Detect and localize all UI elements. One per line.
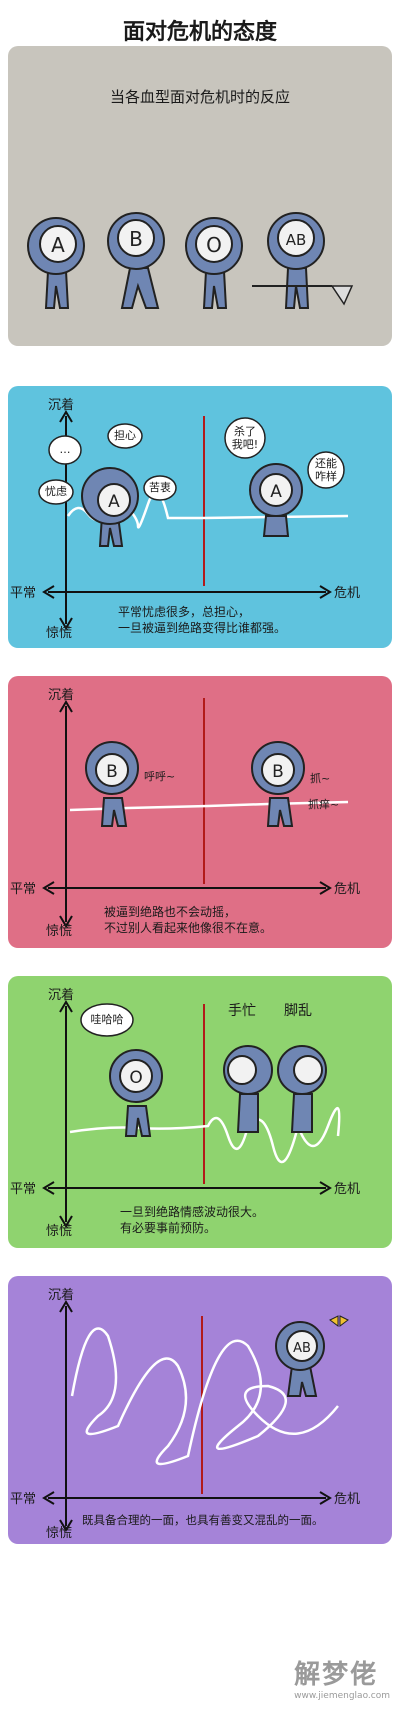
axis-bottom-label: 惊慌 — [46, 626, 73, 641]
axis-top-label: 沉着 — [48, 398, 75, 413]
panel-o: O 沉着 平常 危机 惊慌 哇哈哈 手忙 脚乱 一旦到绝路情感波动很大。 有必要… — [8, 976, 392, 1248]
panel-o-caption-2: 有必要事前预防。 — [120, 1221, 217, 1235]
panel-ab: AB 沉着 平常 危机 惊慌 既具备合理的一面，也具有善变又混乱的一面。 — [8, 1276, 392, 1544]
character-o: O — [185, 217, 243, 309]
axis-top-label: 沉着 — [48, 988, 75, 1003]
svg-text:A: A — [270, 482, 282, 502]
intro-label-b: B — [129, 227, 143, 251]
axis-right-label: 危机 — [334, 1182, 361, 1197]
text-itch: 抓痒~ — [308, 798, 340, 811]
intro-label-a: A — [51, 233, 65, 257]
intro-panel: 当各血型面对危机时的反应 A B O AB — [8, 46, 392, 346]
svg-text:B: B — [106, 762, 118, 782]
watermark-name: 解梦佬 — [294, 1660, 379, 1690]
bubble-ellipsis: … — [59, 443, 71, 456]
panel-o-caption-1: 一旦到绝路情感波动很大。 — [120, 1205, 265, 1219]
text-scratch: 抓~ — [310, 772, 331, 785]
panel-ab-caption: 既具备合理的一面，也具有善变又混乱的一面。 — [82, 1513, 324, 1527]
axis-left-label: 平常 — [10, 882, 37, 897]
watermark: 解梦佬 www.jiemenglao.com — [294, 1654, 390, 1701]
axis-top-label: 沉着 — [48, 688, 75, 703]
bubble-haha: 哇哈哈 — [90, 1013, 124, 1026]
panel-a-caption-1: 平常忧虑很多，总担心， — [118, 605, 251, 619]
axis-right-label: 危机 — [334, 882, 361, 897]
page-title: 面对危机的态度 — [122, 20, 277, 45]
svg-text:O: O — [129, 1068, 142, 1088]
axis-left-label: 平常 — [10, 1182, 37, 1197]
panel-ab-graph: AB — [42, 1300, 349, 1532]
svg-text:B: B — [272, 762, 284, 782]
axis-bottom-label: 惊慌 — [46, 924, 73, 939]
character-b: B — [107, 212, 165, 309]
character-a: A — [27, 217, 85, 309]
text-busy-hands: 手忙 — [228, 1003, 256, 1019]
bubble-anxious: 忧虑 — [45, 485, 67, 498]
bubble-kill-me: 杀了 我吧! — [231, 425, 259, 451]
axis-left-label: 平常 — [10, 1492, 37, 1507]
axis-bottom-label: 惊慌 — [46, 1224, 73, 1239]
panel-a: A A 沉着 平常 危机 惊慌 … 担心 忧虑 苦衷 杀了 我吧! 还能 咋样 … — [8, 386, 392, 648]
bubble-what-else: 还能 咋样 — [315, 457, 337, 483]
axis-top-label: 沉着 — [48, 1288, 75, 1303]
bubble-hardship: 苦衷 — [149, 481, 171, 494]
intro-label-ab: AB — [286, 231, 307, 249]
svg-text:A: A — [108, 492, 120, 512]
axis-right-label: 危机 — [334, 586, 361, 601]
axis-right-label: 危机 — [334, 1492, 361, 1507]
svg-text:AB: AB — [293, 1341, 311, 1356]
axis-bottom-label: 惊慌 — [46, 1526, 73, 1541]
intro-text: 当各血型面对危机时的反应 — [109, 88, 290, 106]
panel-a-graph: A A — [38, 410, 349, 630]
bubble-worry: 担心 — [114, 429, 136, 442]
axis-left-label: 平常 — [10, 586, 37, 601]
text-huhu: 呼呼~ — [144, 770, 176, 783]
intro-label-o: O — [206, 233, 222, 257]
intro-characters: A B O AB — [27, 212, 354, 309]
panel-b: B B 沉着 平常 危机 惊慌 呼呼~ 抓~ 抓痒~ 被逼到绝路也不会动摇， 不… — [8, 676, 392, 948]
panel-a-caption-2: 一旦被逼到绝路变得比谁都强。 — [118, 621, 287, 635]
panel-b-caption-2: 不过别人看起来他像很不在意。 — [104, 921, 273, 935]
character-ab: AB — [252, 212, 354, 309]
watermark-url: www.jiemenglao.com — [294, 1691, 390, 1701]
panel-b-graph: B B — [42, 698, 349, 928]
text-messy-feet: 脚乱 — [284, 1003, 312, 1019]
panel-b-caption-1: 被逼到绝路也不会动摇， — [104, 905, 237, 919]
panel-o-graph: O — [42, 1000, 341, 1228]
